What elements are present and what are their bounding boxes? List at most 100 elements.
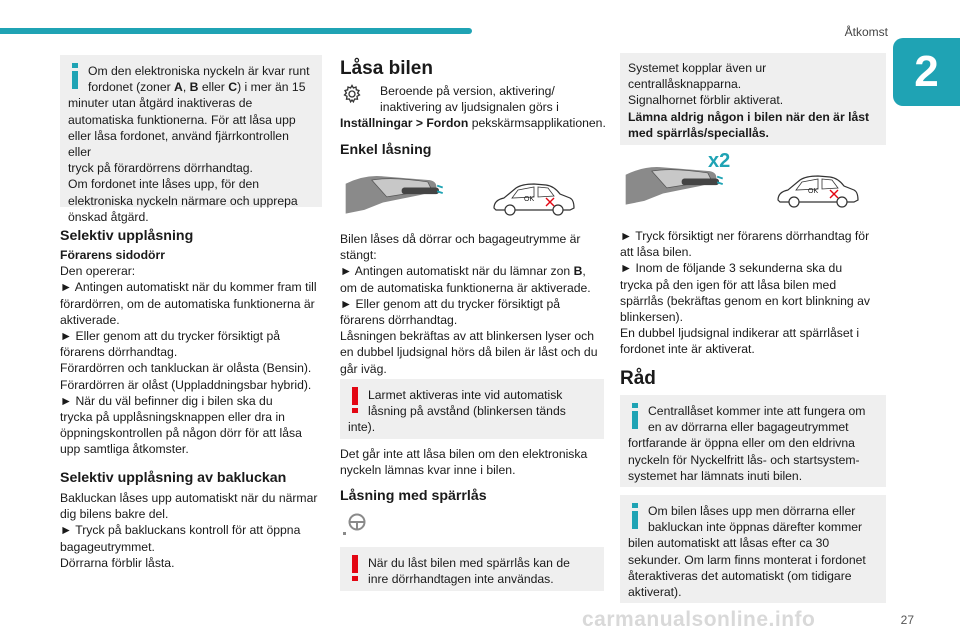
info-line: fordonet (zoner A, B eller C) i mer än 1…: [88, 80, 306, 95]
info-line: en av dörrarna eller bagageutrymmet: [648, 420, 849, 435]
body-line: Låsningen bekräftas av att blinkersen ly…: [340, 329, 595, 344]
x2-text: x2: [708, 150, 731, 172]
box-line-warning: med spärrlås/speciallås.: [628, 125, 769, 140]
hand-door-handle-illustration: [345, 176, 444, 214]
body-line: om de automatiska funktionerna är aktive…: [340, 280, 591, 295]
hand-double-press-illustration: [625, 167, 724, 205]
heading-selective-unlock: Selektiv upplåsning: [60, 228, 194, 244]
body-line: aktiverade.: [60, 312, 120, 327]
body-line: ► Inom de följande 3 sekunderna ska du: [620, 261, 843, 276]
body-line: ► Eller genom att du trycker försiktigt …: [60, 329, 281, 344]
info-line: aktiverat).: [628, 585, 682, 600]
warning-box-alarm: Larmet aktiveras inte vid automatisk lås…: [340, 379, 604, 439]
settings-path: Inställningar > Fordon: [340, 116, 469, 131]
section-title: Åtkomst: [844, 25, 888, 39]
body-line: ► Tryck på bakluckans kontroll för att ö…: [60, 523, 301, 538]
info-line: önskad åtgärd.: [68, 209, 149, 224]
body-line: bagageutrymmet.: [60, 539, 155, 554]
car-deadlock-illustration: OK: [774, 170, 860, 212]
body-line: trycka på den igen för att låsa bilen me…: [620, 277, 837, 292]
info-box-auto-relock: Om bilen låses upp men dörrarna eller ba…: [620, 495, 886, 603]
body-line: öppningskontrollen på någon dörr för att…: [60, 426, 302, 441]
body-line: stängt:: [340, 248, 377, 263]
info-icon: [632, 403, 638, 429]
info-line: Om bilen låses upp men dörrarna eller: [648, 504, 856, 518]
info-line: fortfarande är öppna eller om den eldriv…: [628, 436, 855, 451]
body-line: fordonet inte är aktiverat.: [620, 342, 755, 357]
car-outline-icon: [777, 175, 859, 208]
heading-deadlock: Låsning med spärrlås: [340, 488, 487, 504]
info-line: minuter utan åtgärd inaktiveras de: [68, 96, 253, 111]
heading-lock-car: Låsa bilen: [340, 58, 433, 79]
info-line: eller låsa fordonet, använd fjärrkontrol…: [68, 128, 289, 160]
body-line: Förardörren är olåst (Uppladdningsbar hy…: [60, 377, 312, 392]
body-line: spärrlås (bekräftas genom en kort blinkn…: [620, 293, 870, 308]
body-line: Bakluckan låses upp automatiskt när du n…: [60, 491, 318, 505]
body-line: blinkersen).: [620, 310, 683, 325]
warning-line: Larmet aktiveras inte vid automatisk: [368, 388, 563, 402]
chapter-tab: 2: [893, 38, 960, 106]
heading-advice: Råd: [620, 368, 656, 389]
info-box-key-zones: Om den elektroniska nyckeln är kvar runt…: [60, 55, 322, 224]
car-lock-illustration: OK: [490, 178, 576, 220]
gear-note-line: inaktivering av ljudsignalen görs i: [380, 100, 559, 115]
ok-indicator: OK: [808, 188, 819, 195]
info-line: elektroniska nyckeln närmare och upprepa: [68, 193, 298, 208]
steering-wheel-icon: [343, 513, 366, 535]
ok-indicator: OK: [524, 196, 535, 203]
gear-note-line: Beroende på version, aktivering/: [380, 84, 555, 98]
warning-line: inte).: [348, 420, 376, 435]
warning-icon: [352, 555, 358, 581]
box-line-warning: Lämna aldrig någon i bilen när den är lå…: [628, 109, 870, 124]
box-line: centrallåsknapparna.: [628, 77, 742, 92]
heading-simple-lock: Enkel låsning: [340, 142, 432, 158]
info-box-central-locking: Centrallåset kommer inte att fungera om …: [620, 395, 886, 487]
body-line: ► Tryck försiktigt ner förarens dörrhand…: [620, 229, 870, 243]
gear-note-line: Inställningar > Fordon pekskärmsapplikat…: [340, 115, 606, 131]
info-box-deadlock-effects: Systemet kopplar även ur centrallåsknapp…: [620, 53, 886, 145]
body-line: förarens dörrhandtag.: [60, 345, 178, 360]
body-line: Den opererar:: [60, 264, 136, 279]
body-line: går iväg.: [340, 361, 387, 376]
warning-box-deadlock: När du låst bilen med spärrlås kan de in…: [340, 547, 604, 591]
settings-gear-icon: [343, 84, 361, 104]
body-line: ► Antingen automatiskt när du kommer fra…: [60, 280, 317, 295]
body-line: förardörren, om de automatiska funktione…: [60, 296, 315, 311]
page-number: 27: [900, 613, 914, 627]
body-deadlock-steps: ► Tryck försiktigt ner förarens dörrhand…: [620, 228, 888, 358]
body-line: nyckeln lämnas kvar inne i bilen.: [340, 463, 516, 478]
header-accent-bar: [0, 28, 472, 34]
info-line: bakluckan inte öppnas därefter kommer: [648, 520, 863, 535]
body-line: dig bilens bakre del.: [60, 507, 169, 522]
body-line: Bilen låses då dörrar och bagageutrymme …: [340, 232, 581, 246]
double-press-label: x2: [708, 150, 730, 172]
body-line: Dörrarna förblir låsta.: [60, 555, 175, 570]
info-line: Centrallåset kommer inte att fungera om: [648, 404, 866, 418]
box-line: Signalhornet förblir aktiverat.: [628, 93, 784, 108]
info-line: nyckeln för Nyckelfritt lås- och startsy…: [628, 452, 860, 467]
warning-line: När du låst bilen med spärrlås kan de: [368, 556, 570, 570]
warning-line: inre dörrhandtagen inte användas.: [368, 572, 554, 587]
body-line: ► När du väl befinner dig i bilen ska du: [60, 393, 273, 408]
body-simple-lock: Bilen låses då dörrar och bagageutrymme …: [340, 231, 606, 377]
info-line: Om fordonet inte låses upp, för den: [68, 177, 260, 192]
warning-icon: [352, 387, 358, 413]
body-tailgate: Bakluckan låses upp automatiskt när du n…: [60, 490, 322, 571]
body-key-inside: Det går inte att låsa bilen om den elekt…: [340, 446, 606, 478]
body-line: Förardörren och tankluckan är olåsta (Be…: [60, 361, 312, 376]
subheading-driver-door: Förarens sidodörr Den opererar: ► Anting…: [60, 247, 322, 458]
warning-line: låsning på avstånd (blinkersen tänds: [368, 404, 566, 419]
info-line: automatiska funktionerna. För att låsa u…: [68, 112, 296, 127]
info-line: systemet har lämnats inuti bilen.: [628, 468, 803, 483]
info-icon: [72, 63, 78, 89]
info-line: återaktiveras det automatiskt (om tidiga…: [628, 568, 852, 583]
body-line: En dubbel ljudsignal indikerar att spärr…: [620, 326, 860, 341]
watermark: carmanualsonline.info: [582, 608, 816, 631]
body-line: att låsa bilen.: [620, 245, 692, 260]
gear-note: Beroende på version, aktivering/ inaktiv…: [340, 83, 606, 132]
info-line: Om den elektroniska nyckeln är kvar runt: [88, 64, 310, 78]
subheading-text: Förarens sidodörr: [60, 248, 165, 262]
body-line: ► Antingen automatiskt när du lämnar zon…: [340, 264, 586, 279]
body-line: Det går inte att låsa bilen om den elekt…: [340, 447, 588, 461]
gear-note-rest: pekskärmsapplikationen.: [468, 116, 606, 131]
